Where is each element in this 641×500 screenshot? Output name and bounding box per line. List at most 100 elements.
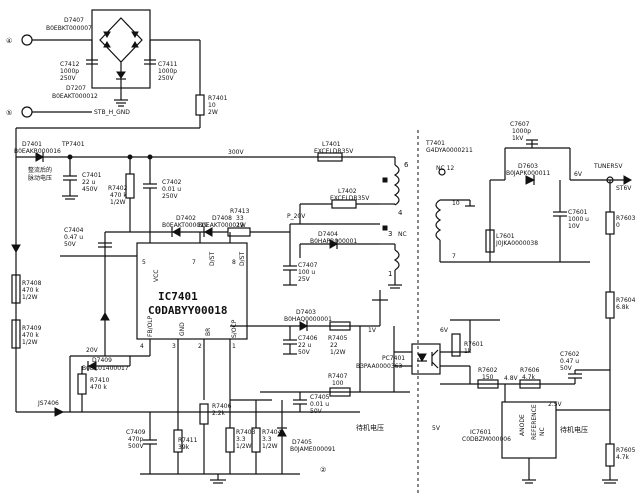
d7207-ref: D7207 (66, 85, 86, 92)
tp7401-label: TP7401 (61, 141, 85, 148)
r7602-value: 150 (482, 374, 494, 381)
c7404-ref: C7404 (64, 227, 84, 234)
st6v-label: ST6V (616, 185, 632, 192)
ic7401-part: C0DABYY00018 (148, 304, 227, 317)
d7401-part: B0EAKR000016 (14, 148, 61, 155)
secondary-section (435, 139, 633, 484)
ic7601-pin-anode: ANODE (519, 414, 526, 436)
nc12-label: NC 12 (436, 165, 454, 172)
c7407-value: 100 u (298, 269, 315, 276)
page-number: ② (320, 466, 326, 474)
pin-7: 7 (452, 253, 456, 260)
v20-label: 20V (86, 347, 99, 354)
feedback-section (393, 319, 610, 484)
pc7401-ref: PC7401 (382, 355, 405, 362)
d7603-ref: D7603 (518, 163, 538, 170)
ic7401-num-4: 4 (140, 343, 144, 350)
r7406-value: 2.2k (212, 410, 226, 417)
d7401-ref: D7401 (22, 141, 42, 148)
c7409-ref: C7409 (126, 429, 146, 436)
d7603-part: B0JAPK000011 (506, 170, 550, 177)
terminal-4: ④ (6, 34, 33, 46)
t7401-ref: T7401 (425, 140, 445, 147)
d7408-ref: D7408 (212, 215, 232, 222)
c7407-voltage: 25V (298, 276, 311, 283)
r7402-power: 1/2W (110, 199, 126, 206)
ic7401-num-7: 7 (192, 259, 196, 266)
ic7401-pin-fb: FB/OLP (147, 315, 154, 337)
ic7401-pin-dst2: D/ST (239, 252, 246, 266)
c7402-value: 0.01 u (162, 186, 181, 193)
r7413-ref: R7413 (230, 208, 250, 215)
c7607-voltage: 1kV (512, 135, 524, 142)
c7406-ref: C7406 (298, 335, 318, 342)
ic7401-num-1: 1 (232, 343, 236, 350)
r7606-ref: R7606 (520, 367, 540, 374)
c7601-voltage: 10V (568, 223, 581, 230)
r7605-value: 4.7k (616, 454, 630, 461)
r7411-ref: R7411 (178, 437, 198, 444)
l7401-ref: L7401 (322, 141, 341, 148)
pin-6: 6 (404, 161, 409, 169)
tuner5v-label: TUNER5V (593, 163, 623, 170)
r7409-ref: R7409 (22, 325, 42, 332)
d7403-part: B0HAQ0000001 (284, 316, 332, 323)
c7607-value: 1000p (512, 128, 531, 135)
stb-gnd-label: STB_H_GND (94, 109, 130, 116)
pc7401-part: B3PAA0000363 (356, 363, 402, 370)
ic7401 (136, 232, 248, 400)
d7409-part: B0BC01400017 (82, 365, 129, 372)
terminal-4-label: ④ (6, 37, 12, 45)
c7407-ref: C7407 (298, 262, 318, 269)
pin-10: 10 (452, 200, 460, 207)
pin-1: 1 (388, 270, 392, 278)
ic7401-num-5: 5 (142, 259, 146, 266)
d7409-ref: D7409 (92, 357, 112, 364)
r7403-ref: R7403 (236, 429, 256, 436)
t7401-part: G4DYA0000211 (426, 147, 473, 154)
c7602-voltage: 50V (560, 365, 573, 372)
ic7401-pin-socp: S/OCP (231, 319, 238, 338)
r7402-value: 470 k (110, 192, 127, 199)
c7412-voltage: 250V (60, 75, 76, 82)
ic7401-num-8: 8 (232, 259, 236, 266)
c7412-value: 1000p (60, 68, 79, 75)
standby-voltage-label-2: 待机电压 (560, 425, 588, 434)
d7403-ref: D7403 (296, 309, 316, 316)
r7404-ref: R7404 (262, 429, 282, 436)
ic7401-num-2: 2 (198, 343, 202, 350)
ic7401-num-3: 3 (172, 343, 176, 350)
r7603-ref: R7603 (616, 215, 636, 222)
c7401-voltage: 450V (82, 186, 98, 193)
v6b-label: 6V (440, 327, 449, 334)
pin-4: 4 (398, 209, 403, 217)
c7405-value: 0.01 u (310, 401, 329, 408)
ic7401-pin-dst1: D/ST (209, 252, 216, 266)
c7402-ref: C7402 (162, 179, 182, 186)
c7406-voltage: 50V (298, 349, 311, 356)
terminal-5-label: ⑤ (6, 109, 12, 117)
r7410-ref: R7410 (90, 377, 110, 384)
d7407-part: B0EBKT000007 (46, 25, 92, 32)
r7413-value: 33 (236, 215, 244, 222)
d7207-part: B0EAKT000012 (52, 93, 98, 100)
r7408-value: 470 k (22, 287, 39, 294)
bottom-section (140, 300, 410, 484)
r7403-power: 1/2W (236, 443, 252, 450)
d7404-ref: D7404 (318, 231, 338, 238)
l7402-ref: L7402 (338, 188, 357, 195)
c7405-ref: C7405 (310, 394, 330, 401)
r7606-value: 4.7k (522, 374, 536, 381)
left-section (11, 231, 360, 417)
d7405-ref: D7405 (292, 439, 312, 446)
d7402-ref: D7402 (176, 215, 196, 222)
c7401-value: 22 u (82, 179, 96, 186)
standby-voltage-label: 待机电压 (356, 423, 384, 432)
ic7401-name: IC7401 (158, 290, 198, 303)
r7401-value: 10 (208, 102, 216, 109)
c7602-value: 0.47 u (560, 358, 579, 365)
c7401-ref: C7401 (82, 172, 102, 179)
r7405-value: 22 (330, 342, 338, 349)
primary-rail (11, 128, 402, 412)
v48-label: 4.8V (504, 375, 519, 382)
